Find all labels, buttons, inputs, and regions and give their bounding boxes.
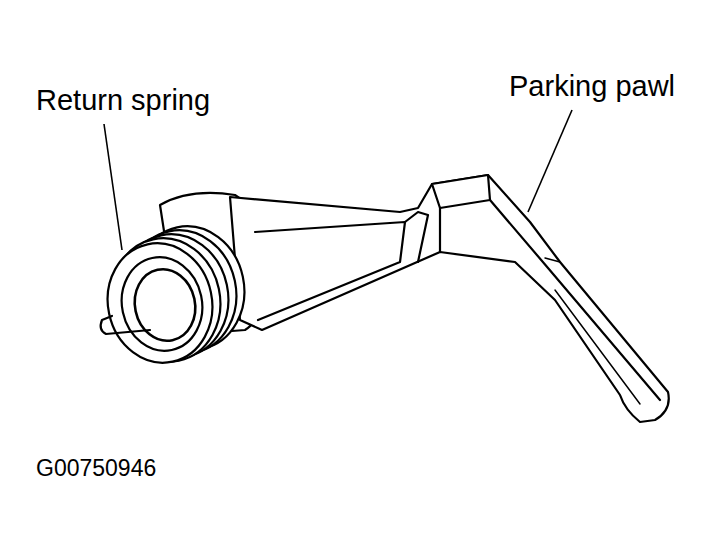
pawl-groove — [545, 258, 640, 404]
figure-code: G00750946 — [36, 457, 156, 480]
spring-coil — [97, 233, 224, 372]
spring-tail — [101, 316, 150, 334]
pawl-top-face — [432, 175, 490, 208]
arm-notch — [405, 212, 428, 262]
leader-line — [104, 124, 122, 250]
pawl-edge — [490, 200, 660, 400]
arm-face — [255, 222, 405, 320]
hub-end — [113, 250, 211, 359]
pawl-edge — [439, 208, 441, 252]
leader-line — [528, 110, 572, 212]
hub-bore — [128, 264, 202, 347]
pawl-body — [230, 175, 669, 422]
part-label: Return spring — [36, 86, 210, 115]
part-label: Parking pawl — [509, 72, 675, 101]
